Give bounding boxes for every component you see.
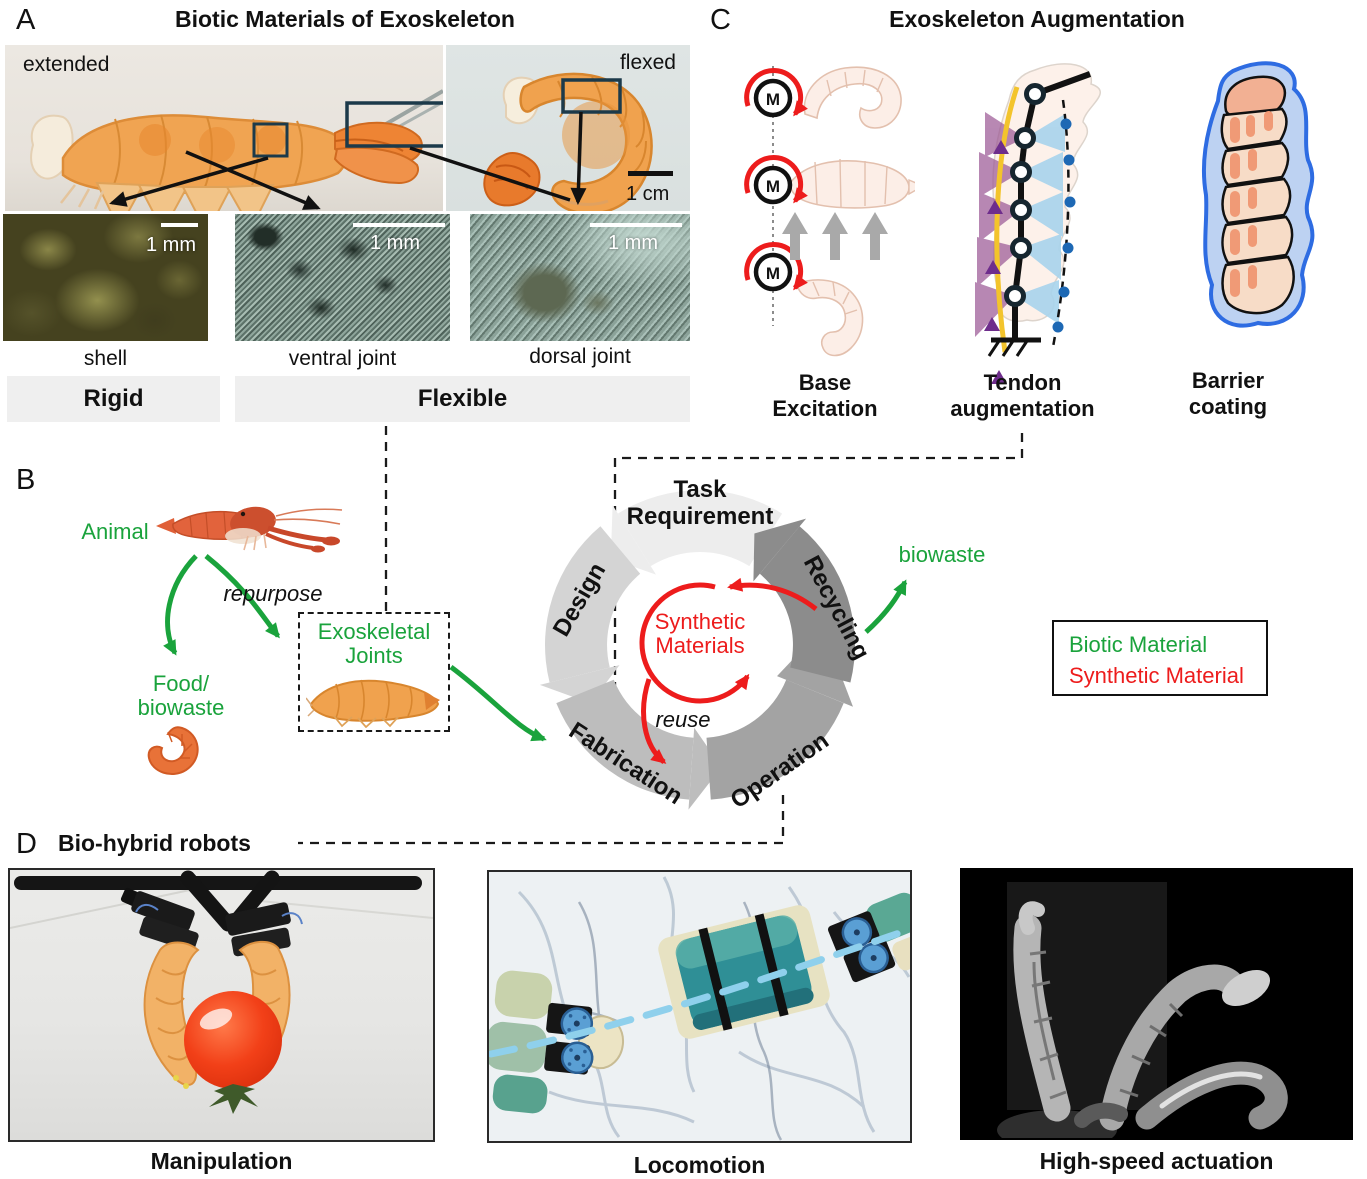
panel-d-letter: D: [16, 828, 37, 860]
reuse-label: reuse: [655, 707, 711, 732]
cycle-recycling: Recycling: [797, 551, 875, 665]
shrimp-silhouette: [992, 63, 1101, 323]
robot-right-unit: [827, 892, 910, 983]
scale-shell-label: 1 mm: [146, 234, 196, 256]
tendon-nodes-blue: [1052, 118, 1076, 333]
joints-shrimp-illustration: [306, 679, 440, 728]
svg-text:M: M: [766, 90, 780, 109]
cycle-task-requirement: Task Requirement: [626, 476, 774, 530]
scalebar-shell: [161, 223, 198, 227]
food-biowaste-label: Food/ biowaste: [137, 671, 225, 720]
scalebar-dorsal: [590, 223, 682, 227]
manipulation-scene: [10, 870, 433, 1114]
photo-locomotion: [487, 870, 912, 1143]
scale-ventral-label: 1 mm: [370, 232, 420, 254]
exoskeleton-limbs: [1013, 901, 1288, 1131]
tendon-anchor-triangles: [984, 140, 1009, 384]
legend-synthetic: Synthetic Material: [1069, 663, 1244, 688]
extended-label: extended: [23, 53, 110, 76]
panel-c-title: Exoskeleton Augmentation: [889, 6, 1185, 32]
tomato: [184, 991, 282, 1114]
mount-bar: [14, 876, 422, 890]
highspeed-label: High-speed actuation: [1039, 1148, 1274, 1174]
panel-a-letter: A: [16, 4, 36, 36]
tomato-sepals: [209, 1084, 258, 1114]
scalebar-1cm: [628, 171, 673, 176]
animal-photo: [156, 506, 343, 553]
tendon-augmentation-diagram: [975, 63, 1101, 384]
animal-label: Animal: [81, 519, 149, 544]
motor-icon: M: [744, 68, 808, 118]
sample-box-dorsal: [345, 101, 443, 148]
panel-b-letter: B: [16, 464, 36, 496]
photo-highspeed: [960, 868, 1353, 1140]
shrimp-pose-extended: [789, 158, 915, 209]
panel-d-title: Bio-hybrid robots: [58, 830, 251, 856]
synthetic-materials-label: Synthetic Materials: [654, 609, 746, 658]
extensor-fans: [1015, 114, 1065, 324]
base-excitation-label: Base Excitation: [772, 370, 878, 421]
highspeed-scene: [997, 882, 1288, 1138]
micrograph-dorsal: 1 mm: [470, 214, 690, 341]
repurpose-label: repurpose: [223, 581, 323, 606]
svg-text:M: M: [766, 177, 780, 196]
micrograph-shell: 1 mm: [3, 214, 208, 341]
shrimp-pose-curled: [803, 66, 902, 129]
joint-nodes: [1004, 83, 1046, 307]
svg-text:M: M: [766, 264, 780, 283]
tendon-dashed-line: [1051, 99, 1070, 348]
joints-label: Exoskeletal Joints: [317, 619, 431, 668]
scalebar-ventral: [353, 223, 445, 227]
shrimp-tail-fan: [333, 121, 423, 185]
cooked-shrimp-illustration: [147, 726, 199, 775]
sample-box-flexed: [561, 78, 622, 114]
material-legend: Biotic Material Synthetic Material: [1052, 620, 1268, 696]
flexible-bar: Flexible: [235, 376, 690, 422]
tendon-augmentation-label: Tendon augmentation: [950, 370, 1095, 421]
scale-1cm-label: 1 cm: [626, 183, 670, 205]
dorsal-joint-label: dorsal joint: [529, 345, 631, 368]
exoskeletal-joints-box: Exoskeletal Joints: [298, 612, 450, 732]
rigid-bar: Rigid: [7, 376, 220, 422]
barrier-coating-diagram: [1201, 61, 1315, 328]
photo-flexed: flexed 1 cm: [446, 45, 690, 211]
flexed-tail-fan: [483, 152, 541, 207]
ground-icon: [987, 337, 1041, 357]
micrograph-ventral: 1 mm: [235, 214, 450, 341]
flexed-label: flexed: [619, 51, 676, 74]
cycle-operation: Operation: [725, 727, 834, 815]
photo-extended: extended: [5, 45, 443, 211]
locomotion-label: Locomotion: [633, 1152, 766, 1178]
manipulation-label: Manipulation: [150, 1148, 293, 1174]
base-excitation-diagram: M M M: [744, 66, 915, 357]
legend-biotic: Biotic Material: [1069, 632, 1208, 657]
robot-center-float: [658, 905, 830, 1039]
cycle-design: Design: [547, 558, 612, 642]
panel-c-letter: C: [710, 4, 731, 36]
up-arrows-icon: [782, 212, 888, 260]
panel-a-title: Biotic Materials of Exoskeleton: [175, 6, 515, 32]
motor-icon: M: [744, 155, 808, 205]
ventral-joint-label: ventral joint: [288, 347, 397, 370]
segment-marks: [1230, 111, 1273, 297]
wires: [135, 904, 303, 925]
trajectory-dashed-line: [489, 926, 910, 1058]
biowaste-label: biowaste: [898, 542, 986, 567]
shrimp-pose-down: [796, 279, 864, 357]
shrimp-legs: [60, 184, 105, 210]
motor-icon: M: [744, 242, 808, 292]
photo-manipulation: [8, 868, 435, 1142]
shell-label: shell: [83, 347, 128, 370]
barrier-coating-label: Barrier coating: [1188, 368, 1268, 419]
locomotion-scene: [489, 876, 910, 1141]
scale-dorsal-label: 1 mm: [608, 232, 658, 254]
